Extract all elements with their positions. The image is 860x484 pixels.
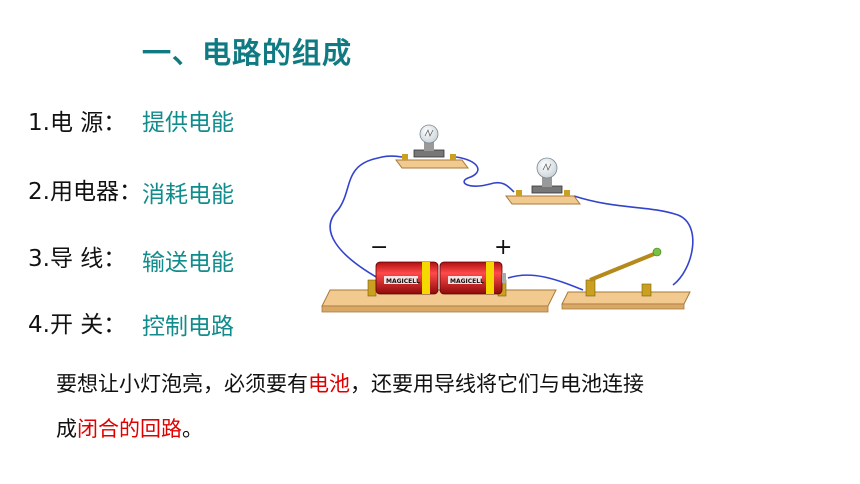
- knife-switch: [561, 247, 691, 310]
- item-value: 提供电能: [142, 110, 234, 136]
- battery-label: MAGICELL: [386, 278, 420, 285]
- terminal: [402, 154, 408, 160]
- battery-label-box: [448, 276, 482, 284]
- battery-board: [321, 289, 557, 307]
- plus-sign: +: [494, 235, 512, 260]
- battery-board-edge: [321, 305, 549, 313]
- text: 。: [182, 417, 203, 441]
- battery-label: MAGICELL: [450, 278, 484, 285]
- battery-terminal: [502, 273, 506, 283]
- text: 要想让小灯泡亮，必须要有: [56, 372, 308, 396]
- bulb-neck: [424, 142, 434, 151]
- switch-board: [561, 291, 691, 305]
- wire: [329, 155, 403, 279]
- item-label: 3.导 线：: [28, 246, 127, 272]
- bulb-socket: [531, 185, 563, 194]
- battery-label-box: [384, 276, 418, 284]
- filament: [424, 129, 434, 137]
- item-label: 2.用电器：: [28, 179, 142, 205]
- battery-1: MAGICELL: [375, 261, 439, 295]
- page-title: 一、电路的组成: [142, 36, 353, 70]
- wire: [455, 156, 515, 193]
- switch-board-edge: [561, 303, 685, 310]
- text: 成: [56, 417, 77, 441]
- highlight-closed-loop: 闭合的回路: [77, 417, 182, 441]
- text: ，还要用导线将它们与电池连接: [350, 372, 644, 396]
- item-label: 4.开 关：: [28, 312, 127, 338]
- minus-sign: −: [370, 235, 388, 260]
- item-power-source: 1.电 源： 提供电能: [28, 103, 234, 137]
- bulb-2: [505, 157, 581, 205]
- item-value: 控制电路: [142, 314, 234, 340]
- paragraph-line-1: 要想让小灯泡亮，必须要有电池，还要用导线将它们与电池连接: [56, 368, 644, 398]
- switch-handle: [652, 247, 662, 257]
- clip: [367, 279, 377, 297]
- highlight-battery: 电池: [308, 372, 350, 396]
- paragraph-line-2: 成闭合的回路。: [56, 413, 203, 443]
- switch-blade: [589, 252, 655, 282]
- filament: [542, 163, 552, 171]
- item-value: 输送电能: [142, 250, 234, 276]
- battery-holder: [321, 279, 557, 313]
- bulb-base-board: [395, 159, 469, 169]
- circuit-illustration: − + MAGICELL MAGICELL: [321, 124, 694, 313]
- item-switch: 4.开 关： 控制电路: [28, 305, 234, 340]
- battery-band: [486, 262, 494, 294]
- item-label: 1.电 源：: [28, 110, 127, 136]
- terminal: [564, 190, 570, 196]
- bulb-neck: [542, 177, 552, 187]
- bulb-1: [395, 124, 469, 169]
- terminal: [516, 190, 522, 196]
- item-appliance: 2.用电器： 消耗电能: [28, 172, 234, 208]
- switch-post: [585, 279, 596, 297]
- wire: [573, 195, 694, 286]
- battery-band: [422, 262, 430, 294]
- item-wire: 3.导 线： 输送电能: [28, 239, 234, 276]
- bulb-base-board: [505, 195, 581, 205]
- wire-group: [329, 155, 694, 291]
- bulb-socket: [413, 149, 445, 158]
- switch-post: [641, 283, 652, 297]
- wire: [507, 274, 584, 291]
- item-value: 消耗电能: [142, 182, 234, 208]
- terminal: [450, 154, 456, 160]
- battery-2: MAGICELL: [439, 261, 506, 295]
